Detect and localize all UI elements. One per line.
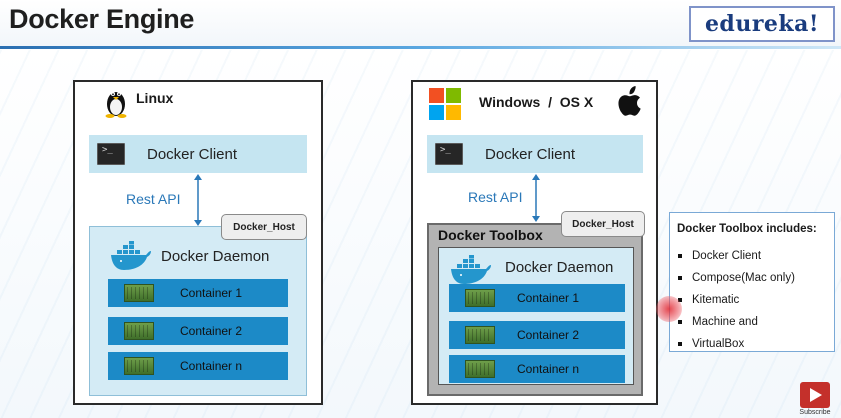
linux-docker-host: Docker_Host Docker Daemon Container 1 Co…: [89, 214, 307, 396]
docker-whale-icon: [111, 241, 151, 270]
toolbox-includes-title: Docker Toolbox includes:: [677, 223, 817, 235]
container-row: Container 1: [108, 279, 288, 307]
docker-client-label: Docker Client: [147, 145, 238, 163]
linux-panel: Linux >_ Docker Client Rest API Docker_H…: [73, 80, 323, 405]
header-underline: [0, 46, 841, 49]
list-item-label: Docker Client: [692, 250, 762, 262]
shipping-container-icon: [124, 357, 154, 375]
list-item: Kitematic: [678, 289, 795, 311]
docker-client-label: Docker Client: [485, 145, 576, 163]
linux-label: Linux: [136, 90, 174, 106]
shipping-container-icon: [124, 322, 154, 340]
docker-toolbox: Docker_Host Docker Toolbox Docker Daemon…: [427, 211, 645, 396]
container-row: Container n: [108, 352, 288, 380]
terminal-icon: >_: [97, 143, 125, 165]
pointer-highlight: [656, 296, 682, 322]
bullet-icon: [678, 298, 682, 302]
container-row: Container 2: [108, 317, 288, 345]
shipping-container-icon: [465, 360, 495, 378]
container-row: Container 2: [449, 321, 625, 349]
apple-logo-icon: [618, 86, 641, 116]
container-row: Container n: [449, 355, 625, 383]
toolbox-includes-list: Docker Client Compose(Mac only) Kitemati…: [678, 245, 795, 355]
container-label: Container n: [517, 362, 580, 376]
rest-api-arrow: [532, 174, 540, 222]
docker-daemon-label: Docker Daemon: [161, 248, 270, 265]
windows-osx-label: Windows / OS X: [479, 94, 594, 110]
windows-logo-icon: [429, 88, 461, 120]
list-item-label: Compose(Mac only): [692, 272, 795, 284]
list-item: Docker Client: [678, 245, 795, 267]
bullet-icon: [678, 320, 682, 324]
bullet-icon: [678, 342, 682, 346]
docker-daemon-label: Docker Daemon: [505, 259, 614, 276]
container-label: Container 1: [517, 291, 580, 305]
list-item-label: VirtualBox: [692, 338, 745, 350]
rest-api-arrow: [194, 174, 202, 226]
bullet-icon: [678, 276, 682, 280]
shipping-container-icon: [465, 326, 495, 344]
container-label: Container 1: [180, 286, 243, 300]
rest-api-label: Rest API: [126, 191, 181, 207]
container-row: Container 1: [449, 284, 625, 312]
slide-title: Docker Engine: [9, 4, 195, 34]
list-item: VirtualBox: [678, 333, 795, 355]
shipping-container-icon: [465, 289, 495, 307]
docker-host-tab: Docker_Host: [221, 214, 307, 240]
brand-text: edureka!: [704, 11, 820, 37]
linux-docker-client: >_ Docker Client: [89, 135, 307, 173]
docker-toolbox-label: Docker Toolbox: [438, 227, 543, 243]
bullet-icon: [678, 254, 682, 258]
container-label: Container 2: [517, 328, 580, 342]
terminal-icon: >_: [435, 143, 463, 165]
list-item: Machine and: [678, 311, 795, 333]
edureka-logo: edureka!: [689, 6, 835, 42]
list-item: Compose(Mac only): [678, 267, 795, 289]
toolbox-includes-box: Docker Toolbox includes: Docker Client C…: [669, 212, 835, 352]
subscribe-button[interactable]: Subscribe: [795, 382, 835, 418]
subscribe-label[interactable]: Subscribe: [799, 409, 831, 416]
play-icon[interactable]: [800, 382, 830, 408]
container-label: Container n: [180, 359, 243, 373]
list-item-label: Machine and: [692, 316, 758, 328]
rest-api-label: Rest API: [468, 189, 523, 205]
shipping-container-icon: [124, 284, 154, 302]
list-item-label: Kitematic: [692, 294, 740, 306]
winmac-docker-client: >_ Docker Client: [427, 135, 643, 173]
toolbox-docker-host: Docker Daemon Container 1 Container 2 Co…: [438, 247, 634, 385]
tux-penguin-icon: [105, 92, 127, 118]
docker-whale-icon: [451, 255, 491, 284]
windows-osx-panel: Windows / OS X >_ Docker Client Rest API…: [411, 80, 658, 405]
docker-host-tab: Docker_Host: [561, 211, 645, 237]
container-label: Container 2: [180, 324, 243, 338]
